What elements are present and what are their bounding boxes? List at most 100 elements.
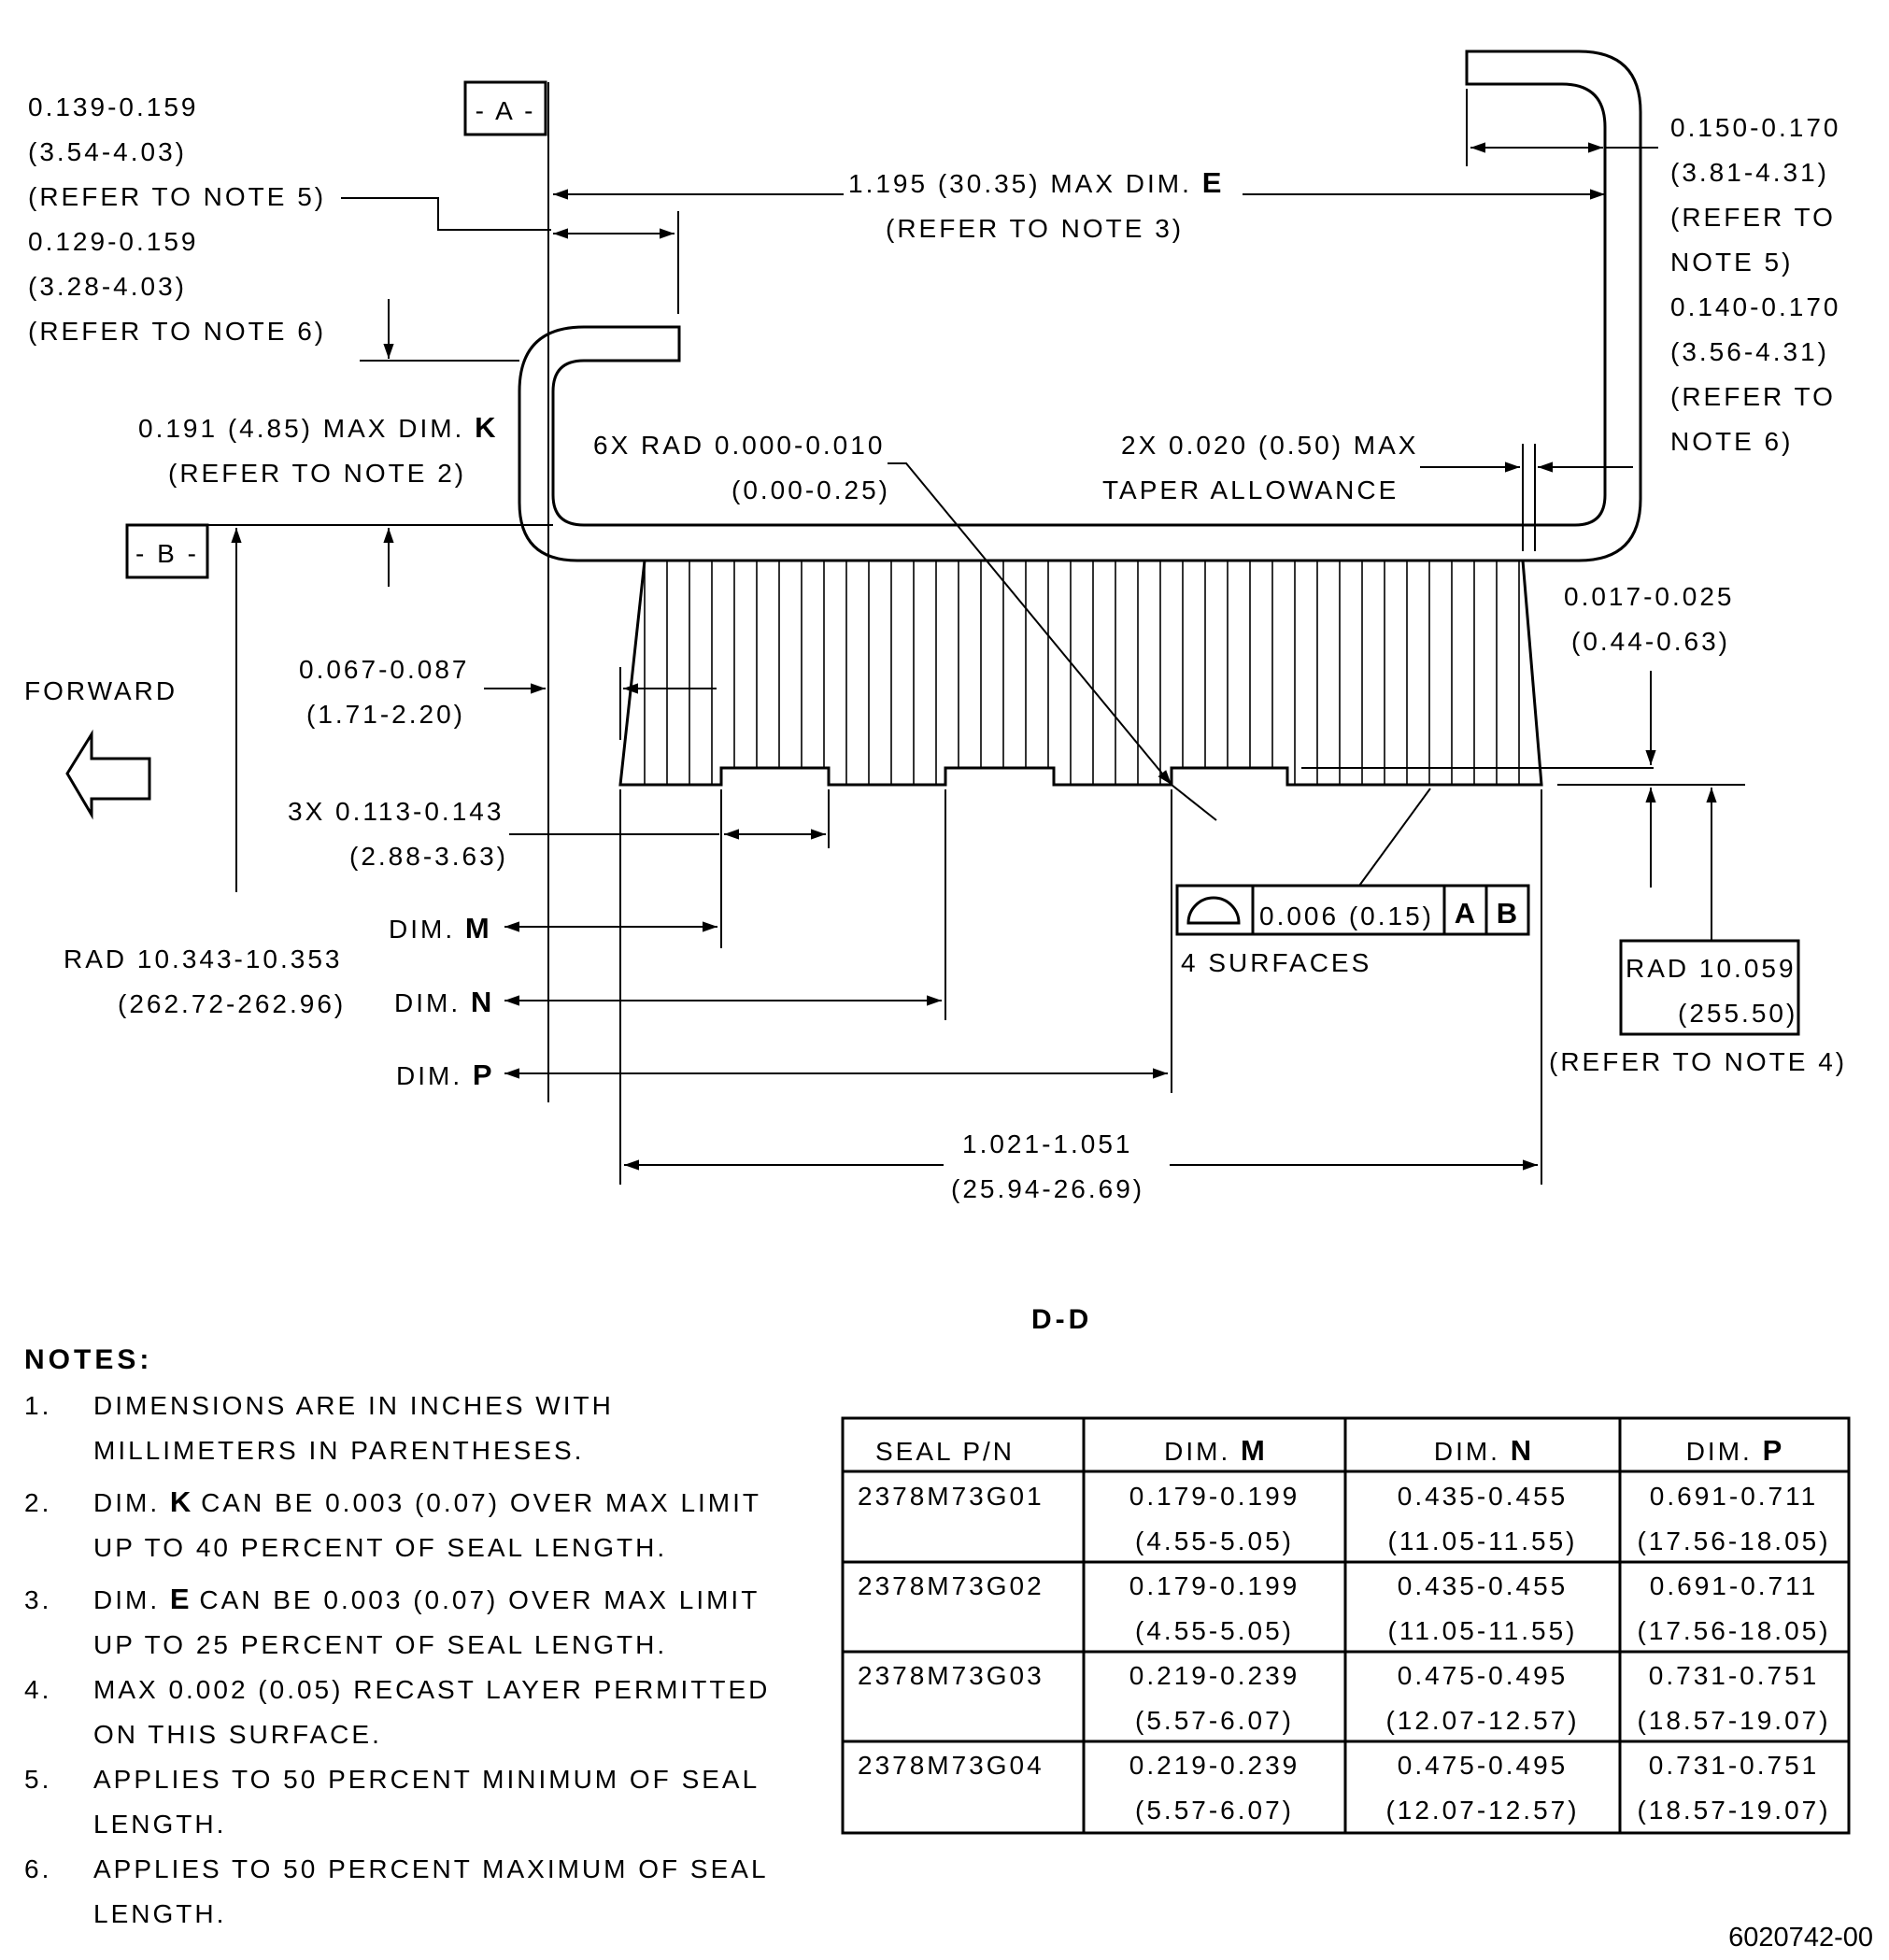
honeycomb-cells <box>644 561 1520 785</box>
dimension-labels: 0.139-0.159 (3.54-4.03) (REFER TO NOTE 5… <box>28 92 1840 1203</box>
notes-heading: NOTES: <box>24 1344 152 1375</box>
rad-small-note: (REFER TO NOTE 4) <box>1549 1047 1847 1076</box>
table-row: 2378M73G04 0.219-0.239 (5.57-6.07) 0.475… <box>858 1751 1828 1825</box>
table-cell: 0.219-0.239 <box>1129 1661 1300 1690</box>
gap-text: 0.067-0.087 <box>299 655 469 684</box>
datum-b: - B - <box>125 523 209 579</box>
note-text: MAX 0.002 (0.05) RECAST LAYER PERMITTED <box>93 1675 770 1704</box>
datum-a-label: - A - <box>476 96 536 125</box>
dim-e-text: 1.195 (30.35) MAX DIM. E <box>848 166 1221 199</box>
table-cell-pn: 2378M73G02 <box>858 1571 1044 1600</box>
table-cell: (11.05-11.55) <box>1388 1616 1578 1645</box>
table-cell: (4.55-5.05) <box>1135 1616 1294 1645</box>
dim-text: (3.28-4.03) <box>28 272 187 301</box>
profile-datum-b: B <box>1497 897 1517 930</box>
table-cell: 0.219-0.239 <box>1129 1751 1300 1780</box>
table-cell: (12.07-12.57) <box>1385 1796 1579 1825</box>
dim-k-text: 0.191 (4.85) MAX DIM. K <box>138 411 496 444</box>
profile-tolerance-frame: 0.006 (0.15) A B <box>1175 884 1530 936</box>
table-cell: 0.731-0.751 <box>1649 1751 1819 1780</box>
note-text: MILLIMETERS IN PARENTHESES. <box>93 1436 584 1465</box>
rad-6x-text: 6X RAD 0.000-0.010 <box>593 431 885 460</box>
rad-6x-leader <box>888 462 1172 786</box>
table-cell-pn: 2378M73G04 <box>858 1751 1044 1780</box>
note-number: 1. <box>24 1391 51 1420</box>
dim-text: (REFER TO <box>1670 203 1836 232</box>
table-cell: 0.731-0.751 <box>1649 1661 1819 1690</box>
dim-m-label: DIM. M <box>389 912 490 944</box>
table-cell: (11.05-11.55) <box>1388 1527 1578 1555</box>
forward-arrow-icon <box>65 729 151 820</box>
table-cell: 0.691-0.711 <box>1650 1482 1818 1511</box>
note-text: UP TO 25 PERCENT OF SEAL LENGTH. <box>93 1630 667 1659</box>
rad-6x-leader-tail <box>1171 784 1217 821</box>
dim-text: (3.81-4.31) <box>1670 158 1829 187</box>
profile-leader <box>1358 788 1431 887</box>
dim-text: 0.129-0.159 <box>28 227 198 256</box>
reference-lines <box>127 82 1745 1185</box>
note-text: DIM. E CAN BE 0.003 (0.07) OVER MAX LIMI… <box>93 1583 760 1615</box>
table-header-m: DIM. M <box>1164 1434 1265 1467</box>
slot-text: 3X 0.113-0.143 <box>288 797 504 826</box>
section-label: D-D <box>1031 1304 1092 1335</box>
table-cell: (5.57-6.07) <box>1135 1706 1294 1735</box>
table-row: 2378M73G03 0.219-0.239 (5.57-6.07) 0.475… <box>858 1661 1830 1735</box>
dim-text: (REFER TO <box>1670 382 1836 411</box>
dim-text: 0.140-0.170 <box>1670 292 1840 321</box>
table-cell: 0.475-0.495 <box>1398 1751 1568 1780</box>
table-cell: (17.56-18.05) <box>1637 1527 1830 1555</box>
note-text: LENGTH. <box>93 1899 226 1928</box>
table-cell: (4.55-5.05) <box>1135 1527 1294 1555</box>
overall-text: 1.021-1.051 <box>962 1129 1132 1158</box>
dim-text: 0.150-0.170 <box>1670 113 1840 142</box>
dim-p-label: DIM. P <box>396 1058 492 1091</box>
note-number: 4. <box>24 1675 51 1704</box>
dim-text: (3.54-4.03) <box>28 137 187 166</box>
rad-small-mm: (255.50) <box>1678 999 1797 1028</box>
table-header-n: DIM. N <box>1434 1434 1531 1467</box>
table-cell: (12.07-12.57) <box>1385 1706 1579 1735</box>
note-text: DIM. K CAN BE 0.003 (0.07) OVER MAX LIMI… <box>93 1485 761 1518</box>
seal-outer-outline <box>518 50 1642 562</box>
forward-label: FORWARD <box>24 676 178 705</box>
profile-datum-a: A <box>1455 897 1475 930</box>
gap-mm: (1.71-2.20) <box>306 700 465 729</box>
step-mm: (0.44-0.63) <box>1571 627 1730 656</box>
datum-b-label: - B - <box>135 539 199 568</box>
table-cell-pn: 2378M73G01 <box>858 1482 1044 1511</box>
table-row: 2378M73G02 0.179-0.199 (4.55-5.05) 0.435… <box>858 1571 1830 1645</box>
table-cell: 0.179-0.199 <box>1129 1571 1300 1600</box>
slot-mm: (2.88-3.63) <box>349 842 508 871</box>
table-header-seal: SEAL P/N <box>875 1437 1015 1466</box>
notes-block: NOTES: 1. DIMENSIONS ARE IN INCHES WITH … <box>24 1344 770 1928</box>
dim-text: (REFER TO NOTE 5) <box>28 182 326 211</box>
table-cell: (5.57-6.07) <box>1135 1796 1294 1825</box>
rad-6x-mm: (0.00-0.25) <box>731 476 890 504</box>
dimension-arrows <box>231 142 1717 1171</box>
note-text: APPLIES TO 50 PERCENT MAXIMUM OF SEAL <box>93 1854 769 1883</box>
dim-text: NOTE 5) <box>1670 248 1793 277</box>
taper-text: TAPER ALLOWANCE <box>1102 476 1399 504</box>
note-text: DIMENSIONS ARE IN INCHES WITH <box>93 1391 614 1420</box>
profile-tolerance-value: 0.006 (0.15) <box>1259 902 1434 930</box>
table-cell: 0.475-0.495 <box>1398 1661 1568 1690</box>
table-cell: 0.691-0.711 <box>1650 1571 1818 1600</box>
dimension-table: SEAL P/N DIM. M DIM. N DIM. P 2378M73G01… <box>841 1416 1851 1835</box>
dim-text: (REFER TO NOTE 6) <box>28 317 326 346</box>
table-row: 2378M73G01 0.179-0.199 (4.55-5.05) 0.435… <box>858 1482 1830 1555</box>
note-number: 3. <box>24 1585 51 1614</box>
note-text: APPLIES TO 50 PERCENT MINIMUM OF SEAL <box>93 1765 760 1794</box>
table-cell: 0.179-0.199 <box>1129 1482 1300 1511</box>
rad-big-text: RAD 10.343-10.353 <box>64 944 343 973</box>
table-header-p: DIM. P <box>1686 1434 1782 1467</box>
drawing-number: 6020742-00 <box>1728 1923 1873 1953</box>
table-cell: (18.57-19.07) <box>1637 1706 1830 1735</box>
taper-text: 2X 0.020 (0.50) MAX <box>1121 431 1418 460</box>
dim-e-note: (REFER TO NOTE 3) <box>886 214 1184 243</box>
table-cell: (17.56-18.05) <box>1637 1616 1830 1645</box>
leader-line <box>341 197 551 231</box>
table-cell-pn: 2378M73G03 <box>858 1661 1044 1690</box>
table-cell: 0.435-0.455 <box>1398 1482 1568 1511</box>
note-text: LENGTH. <box>93 1810 226 1839</box>
